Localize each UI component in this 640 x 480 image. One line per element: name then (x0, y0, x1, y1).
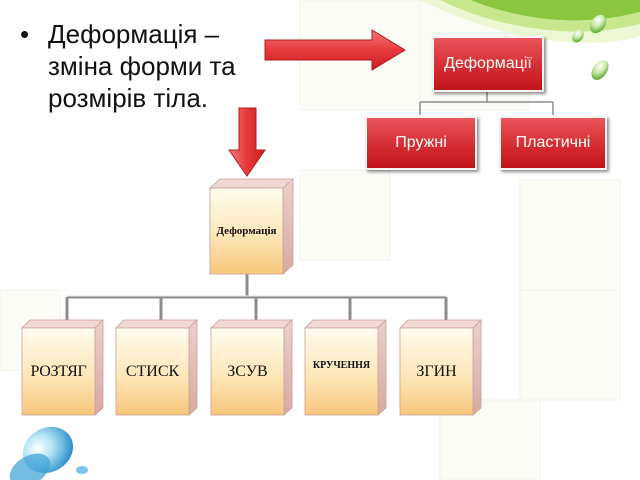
plastic-box: Пластичні (499, 116, 607, 170)
down-arrow-icon (228, 107, 266, 177)
center-box-3d (208, 178, 295, 275)
compression-label: СТИСК (125, 362, 180, 380)
bending-label: ЗГИН (416, 362, 457, 380)
bullet-marker: • (20, 19, 30, 49)
tension-label: РОЗТЯГ (30, 362, 87, 380)
bottom-hierarchy-connectors (65, 274, 448, 322)
child-boxes-3d (21, 319, 482, 416)
elastic-box: Пружні (365, 116, 477, 170)
definition-text: Деформація – зміна форми та розмірів тіл… (48, 19, 236, 113)
deformations-root-box: Деформації (432, 36, 544, 92)
right-arrow-icon (264, 29, 406, 71)
shear-label: ЗСУВ (227, 362, 268, 380)
definition-bullet: • Деформація – зміна форми та розмірів т… (20, 18, 265, 114)
torsion-label: КРУЧЕННЯ (312, 360, 371, 371)
top-hierarchy-connectors (419, 90, 554, 115)
deformation-center-label: Деформація (216, 225, 277, 237)
water-drops-decoration (9, 14, 609, 480)
corner-wave-decoration (420, 0, 640, 43)
